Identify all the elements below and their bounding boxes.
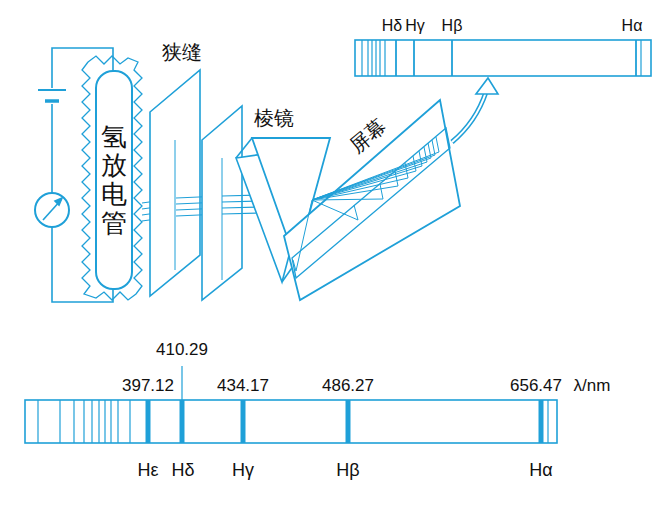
curved-arrow <box>452 92 486 142</box>
discharge-tube: 氢放电管 <box>95 70 133 290</box>
spectrum-line <box>38 400 548 443</box>
line-name: Hε <box>137 460 158 481</box>
spectrum-line <box>362 40 641 76</box>
glow-zigzag <box>82 56 142 300</box>
wavelength-value: 656.47 <box>510 376 562 396</box>
line-name: Hβ <box>442 17 463 35</box>
slit-opening <box>222 158 223 280</box>
battery-symbol <box>38 89 66 91</box>
spectrum-strip <box>25 400 557 443</box>
slit-plate <box>150 70 200 296</box>
slit-plate <box>202 106 242 300</box>
prism-edge <box>236 138 252 158</box>
ammeter-symbol <box>35 193 69 227</box>
tube-label: 氢放电管 <box>101 123 127 237</box>
curved-arrow <box>452 92 486 142</box>
slit-opening <box>175 140 176 270</box>
line-name: Hδ <box>382 17 402 35</box>
wavelength-value: 410.29 <box>156 340 208 360</box>
part-name: 狭缝 <box>162 41 202 64</box>
hydrogen-line <box>148 400 541 443</box>
part-name: 棱镜 <box>254 107 294 130</box>
wavelength-value: 486.27 <box>322 376 374 396</box>
battery-symbol <box>45 99 59 103</box>
line-name: Hα <box>529 460 552 481</box>
spectrum-strip <box>355 40 651 76</box>
dispersed-rays <box>293 137 439 271</box>
wavelength-value: 397.12 <box>122 376 174 396</box>
leader-line <box>181 366 182 400</box>
axis-unit: λ/nm <box>574 376 611 396</box>
line-name: Hγ <box>232 460 254 481</box>
wavelength-value: 434.17 <box>217 376 269 396</box>
screen <box>284 100 460 300</box>
curved-arrow-head <box>476 78 498 94</box>
line-name: Hδ <box>171 460 194 481</box>
line-name: Hγ <box>405 17 425 35</box>
ammeter-needle <box>55 198 62 205</box>
line-name: Hβ <box>336 460 359 481</box>
screen-spectrum <box>292 128 450 278</box>
line-name: Hα <box>622 17 643 35</box>
circuit-wire <box>51 104 53 193</box>
